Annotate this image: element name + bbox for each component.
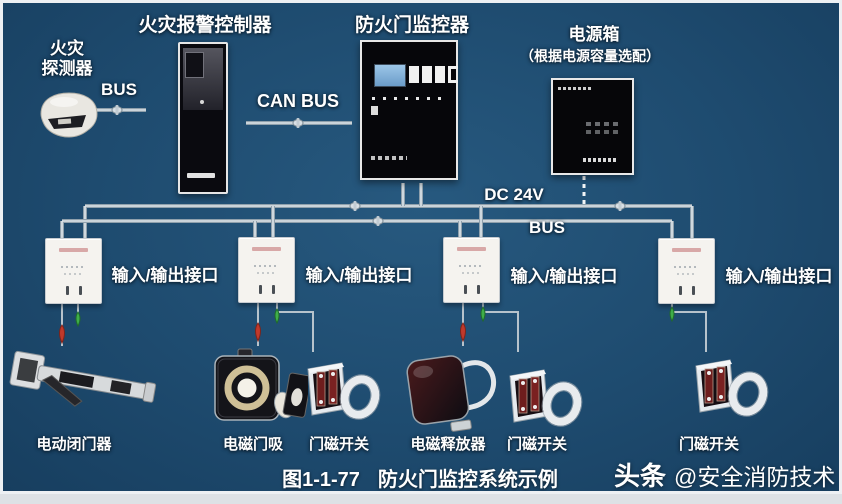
io-interface-box-1 — [45, 238, 102, 304]
io-box-terminals — [239, 285, 294, 294]
controller-slot — [187, 173, 215, 178]
device-label-door-switch-1: 门磁开关 — [308, 436, 369, 453]
io-box-detail — [61, 266, 85, 268]
figure-number: 图1-1-77 — [282, 469, 360, 491]
fire-detector-label-line1: 火灾 — [50, 39, 84, 58]
io-interface-box-4 — [658, 238, 715, 304]
watermark: 头条 @安全消防技术 — [614, 456, 835, 493]
figure-caption: 图1-1-77 防火门监控系统示例 — [260, 463, 580, 492]
fire-door-monitor-panel — [360, 40, 458, 180]
connector-joints — [111, 105, 626, 226]
io-box-detail — [674, 266, 698, 268]
fire-detector-label: 火灾 探测器 — [30, 39, 104, 78]
monitor-bottom-text — [371, 156, 407, 160]
io-box-detail — [677, 273, 695, 275]
power-box-note: （根据电源容量选配） — [520, 48, 660, 64]
power-box-text-mid2 — [586, 130, 620, 134]
electromagnetic-releaser-image — [406, 355, 497, 432]
io-box-text-mark — [252, 247, 281, 251]
power-box-cabinet — [551, 78, 634, 175]
green-wire-clips — [75, 306, 675, 328]
bus-line-bus — [60, 219, 674, 240]
io-interface-box-3 — [443, 237, 500, 303]
door-magnetic-switch-image-2 — [509, 369, 583, 427]
power-box-label: 电源箱 — [568, 25, 620, 44]
device-label-releaser: 电磁释放器 — [410, 436, 486, 453]
io-box-text-mark — [457, 247, 486, 251]
io-box-detail — [64, 273, 82, 275]
device-label-door-switch-3: 门磁开关 — [678, 436, 739, 453]
watermark-account: @安全消防技术 — [674, 464, 836, 490]
monitor-indicator-row — [372, 97, 448, 100]
io-box-detail — [254, 265, 278, 267]
io-box-detail — [462, 272, 480, 274]
dc24v-label: DC 24V — [484, 185, 544, 204]
io-box-text-mark — [59, 248, 88, 252]
io-interface-label-1: 输入/输出接口 — [111, 266, 219, 285]
electric-door-closer-image — [9, 350, 157, 407]
door-magnetic-switch-image-3 — [695, 359, 769, 417]
fire-detector-label-line2: 探测器 — [41, 58, 93, 78]
io-interface-label-2: 输入/输出接口 — [305, 266, 413, 285]
fire-alarm-controller-cabinet — [178, 42, 228, 194]
detector-bus-label: BUS — [101, 80, 137, 99]
power-box-text-top — [558, 87, 592, 90]
io-interface-label-3: 输入/输出接口 — [510, 267, 618, 286]
smoke-detector-image — [40, 92, 98, 138]
device-label-door-holder: 电磁门吸 — [222, 436, 283, 453]
io-box-drop-wires — [253, 183, 483, 239]
io-box-detail — [459, 265, 483, 267]
figure-title: 防火门监控系统示例 — [377, 469, 558, 491]
red-wire-clips — [59, 322, 466, 345]
io-box-terminals — [659, 286, 714, 295]
io-box-detail — [257, 272, 275, 274]
monitor-digit-display — [409, 66, 458, 83]
io-box-terminals — [444, 285, 499, 294]
fire-door-monitor-label: 防火门监控器 — [354, 15, 469, 36]
power-box-text-bottom — [583, 158, 617, 162]
watermark-brand: 头条 — [614, 461, 667, 491]
power-box-text-mid1 — [586, 122, 620, 126]
door-magnetic-switch-image-1 — [307, 362, 381, 420]
can-bus-label: CAN BUS — [256, 91, 339, 111]
io-interface-box-2 — [238, 237, 295, 303]
fire-alarm-controller-label: 火灾报警控制器 — [138, 15, 272, 36]
monitor-lcd-screen — [374, 64, 406, 87]
controller-indicator — [200, 100, 204, 104]
io-box-terminals — [46, 286, 101, 295]
controller-screen — [185, 52, 204, 78]
field-wires — [61, 302, 707, 352]
io-box-text-mark — [672, 248, 701, 252]
device-label-door-closer: 电动闭门器 — [36, 436, 112, 453]
io-interface-label-4: 输入/输出接口 — [725, 267, 833, 286]
electromagnetic-door-holder-image — [214, 348, 308, 421]
monitor-button — [371, 106, 378, 115]
bus-label: BUS — [529, 218, 565, 237]
device-label-door-switch-2: 门磁开关 — [506, 436, 567, 453]
